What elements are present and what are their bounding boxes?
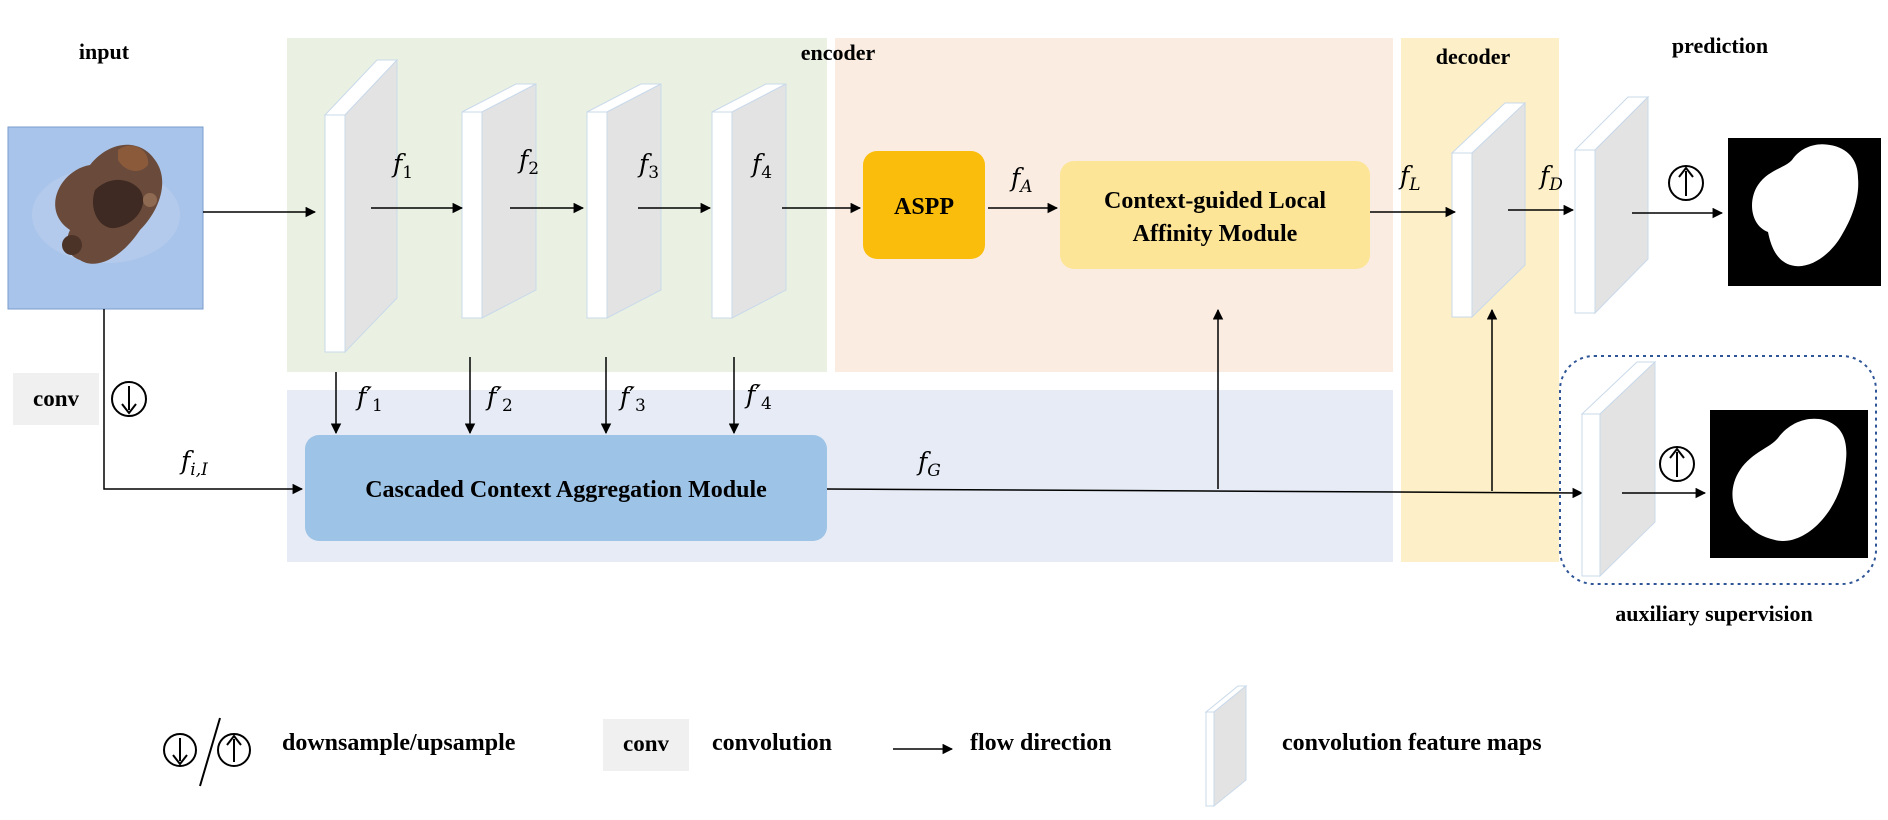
feature-label-f3: f3 — [637, 149, 659, 183]
feature-label-fG: fG — [916, 447, 941, 481]
aspp-label: ASPP — [894, 194, 954, 220]
encoder-feature-map-2 — [461, 83, 537, 319]
feature-label-f4: f4 — [750, 149, 772, 183]
ccam-box — [305, 435, 827, 541]
legend-updown-label: downsample/upsample — [282, 730, 516, 756]
prediction-mask — [1728, 138, 1881, 286]
auxiliary-feature-map — [1580, 360, 1657, 578]
encoder-label: encoder — [801, 40, 876, 65]
feature-label-fD: fD — [1538, 161, 1563, 195]
legend-slash — [199, 717, 221, 787]
flow-arrow — [826, 487, 1584, 499]
feature-label-fp2: f′2 — [485, 382, 513, 416]
legend-flow-label: flow direction — [970, 730, 1112, 756]
legend-conv-label: convolution — [712, 730, 832, 756]
auxiliary-box — [1559, 355, 1877, 585]
legend: downsample/upsample conv convolution flo… — [163, 684, 1542, 808]
encoder-feature-map-4 — [711, 83, 787, 319]
legend-upsample-icon — [217, 733, 251, 767]
input-image — [7, 126, 204, 310]
feature-label-fp4: f′4 — [744, 380, 772, 414]
flow-arrow — [103, 309, 304, 495]
auxiliary-label: auxiliary supervision — [1615, 601, 1812, 626]
conv-box — [13, 373, 99, 425]
feature-label-f2: f2 — [517, 145, 539, 179]
legend-downsample-icon — [163, 733, 197, 767]
legend-feature-map-icon — [1204, 684, 1248, 808]
upsample-icon — [1668, 165, 1704, 201]
input-label: input — [79, 39, 130, 64]
feature-label-f1: f1 — [391, 149, 413, 183]
feature-label-fp3: f′3 — [618, 382, 646, 416]
feature-label-fiI: fi,I — [179, 446, 208, 480]
conv-label: conv — [33, 386, 80, 411]
feature-label-fA: fA — [1009, 163, 1033, 197]
aux-upsample-icon — [1659, 446, 1695, 482]
clam-box — [1060, 161, 1370, 269]
decoder-feature-map — [1450, 101, 1527, 319]
clam-label-line2: Affinity Module — [1133, 221, 1298, 247]
decoder-label: decoder — [1436, 44, 1511, 69]
output-feature-map — [1573, 95, 1650, 315]
legend-conv-box — [603, 719, 689, 771]
auxiliary-mask — [1710, 410, 1868, 558]
legend-conv-box-label: conv — [623, 731, 670, 756]
prediction-label: prediction — [1672, 33, 1768, 58]
ccam-label: Cascaded Context Aggregation Module — [365, 477, 767, 503]
encoder-feature-map-3 — [586, 83, 662, 319]
feature-label-fp1: f′1 — [355, 382, 383, 416]
legend-maps-label: convolution feature maps — [1282, 730, 1542, 756]
clam-label-line1: Context-guided Local — [1104, 188, 1326, 214]
encoder-feature-map-1 — [323, 58, 399, 354]
downsample-icon — [111, 381, 147, 417]
feature-label-fL: fL — [1398, 161, 1421, 195]
aspp-box — [863, 151, 985, 259]
